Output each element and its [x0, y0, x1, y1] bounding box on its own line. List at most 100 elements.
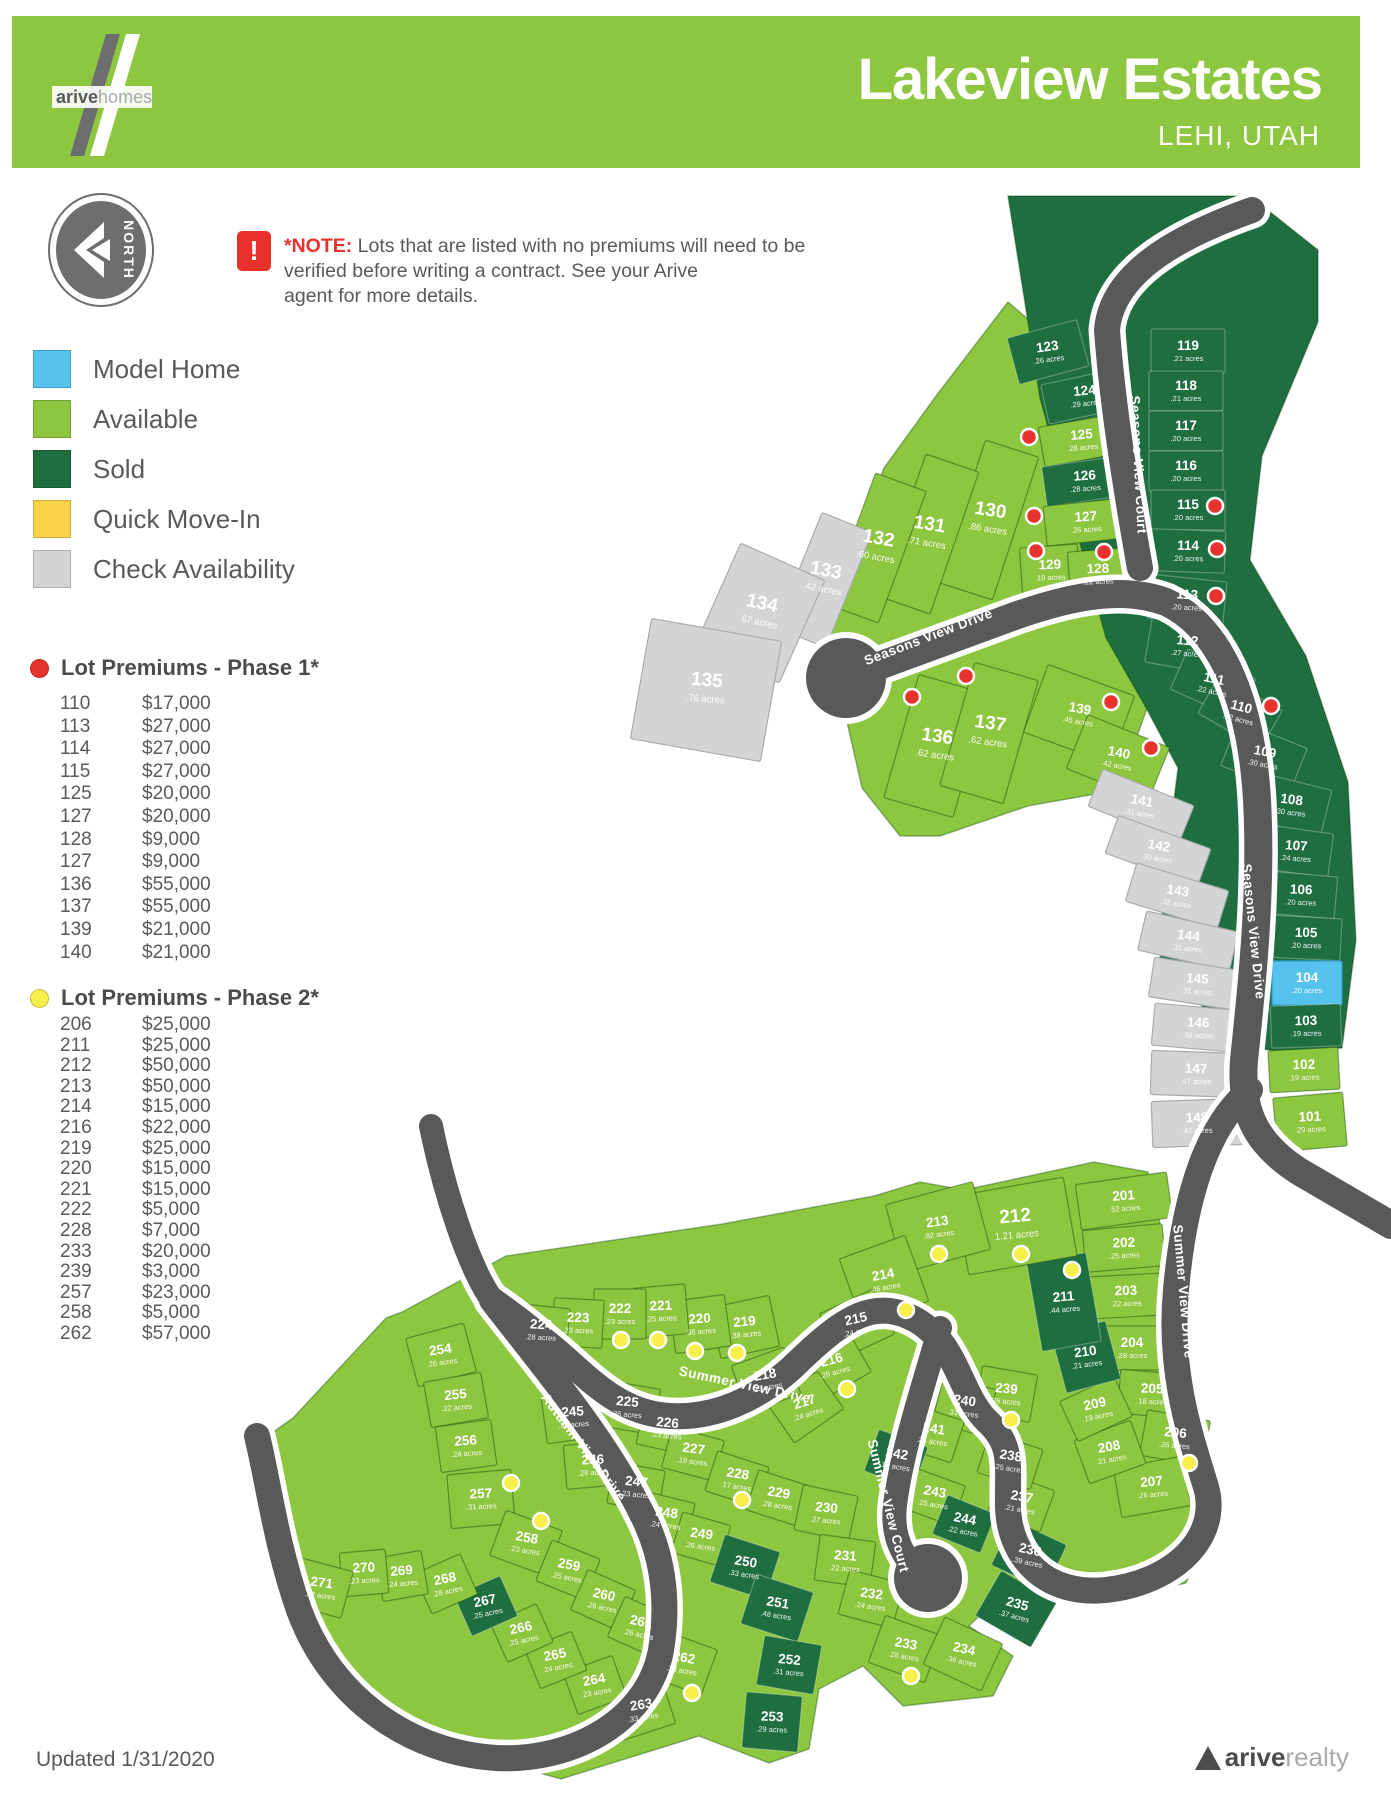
legend-label: Sold: [93, 453, 146, 484]
svg-text:252: 252: [778, 1651, 802, 1668]
premium-row: 139$21,000: [60, 919, 211, 942]
lot-label-205: 205.18 acres: [1136, 1381, 1167, 1407]
legend-label: Available: [93, 403, 199, 434]
premium-lot: 206: [60, 1014, 92, 1035]
svg-text:235: 235: [1005, 1594, 1031, 1614]
svg-text:208: 208: [1097, 1437, 1122, 1456]
svg-text:110: 110: [1229, 697, 1254, 717]
svg-text:251: 251: [766, 1593, 791, 1611]
svg-text:227: 227: [682, 1440, 706, 1458]
lot-label-107: 107.24 acres: [1280, 837, 1312, 864]
lot-label-246: 246.28 acres: [578, 1451, 609, 1477]
svg-text:240: 240: [953, 1392, 977, 1410]
yellow-premium-dot-lot-257: [501, 1473, 521, 1493]
lot-label-248: 248.24 acres: [649, 1504, 681, 1532]
svg-text:270: 270: [352, 1560, 375, 1576]
svg-text:234: 234: [952, 1639, 978, 1659]
premium-lot: 211: [60, 1034, 91, 1056]
lot-label-124: 124.29 acres: [1070, 382, 1102, 410]
svg-text:.20 acres: .20 acres: [1285, 897, 1316, 907]
svg-text:144: 144: [1177, 927, 1202, 945]
svg-text:143: 143: [1166, 881, 1191, 899]
lot-label-103: 103.19 acres: [1291, 1013, 1322, 1038]
premium-price: $9,000: [142, 828, 201, 850]
yellow-premium-dot-lot-206: [1179, 1453, 1199, 1473]
lot-213: [885, 1181, 991, 1273]
svg-text:.20 acres: .20 acres: [1171, 474, 1202, 483]
header-banner: arivehomes Lakeview Estates LEHI, UTAH: [12, 16, 1360, 168]
svg-text:.38 acres: .38 acres: [685, 1326, 717, 1337]
svg-text:113: 113: [1176, 586, 1199, 602]
culdesac-bulb: [894, 1544, 962, 1612]
lot-255: [423, 1372, 489, 1428]
lot-label-222: 222.23 acres: [605, 1301, 636, 1326]
premium-price: $50,000: [142, 1055, 211, 1077]
svg-text:205: 205: [1141, 1381, 1165, 1397]
svg-text:236: 236: [1018, 1540, 1044, 1560]
premium-price: $57,000: [142, 1322, 211, 1344]
premium-row: 239$3,000: [60, 1262, 211, 1283]
premium-row: 257$23,000: [60, 1281, 211, 1304]
premium-row: 114$27,000: [60, 738, 211, 761]
svg-text:142: 142: [1147, 836, 1172, 855]
svg-text:129: 129: [1038, 557, 1061, 573]
svg-text:254: 254: [428, 1341, 453, 1359]
lot-label-225: 225.36 acres: [611, 1393, 643, 1420]
premium-row: 136$55,000: [60, 874, 211, 897]
svg-text:250: 250: [734, 1552, 759, 1570]
yellow-premium-dot-lot-211: [1062, 1260, 1082, 1280]
red-premium-dot-lot-137: [956, 666, 976, 686]
lot-label-252: 252.31 acres: [773, 1651, 805, 1678]
road-label: Seasons View Court: [1127, 395, 1149, 534]
red-premium-dot-lot-127: [1024, 506, 1044, 526]
premium-price: $23,000: [142, 1281, 211, 1303]
svg-text:244: 244: [953, 1509, 978, 1528]
svg-text:268: 268: [432, 1569, 458, 1588]
svg-text:.27 acres: .27 acres: [809, 1514, 841, 1526]
premium-lot: 228: [60, 1219, 92, 1241]
road-seasons-view-court: [1093, 197, 1265, 581]
svg-text:212: 212: [998, 1205, 1031, 1229]
lot-parcel: [755, 1635, 823, 1695]
lot-label-146: 146.38 acres: [1182, 1015, 1213, 1041]
premium-price: $15,000: [142, 1178, 211, 1200]
premium-lot: 216: [60, 1116, 92, 1138]
svg-text:131: 131: [912, 512, 947, 538]
svg-text:243: 243: [923, 1482, 948, 1501]
svg-text:220: 220: [688, 1310, 712, 1327]
legend-swatch: [33, 550, 71, 588]
arive-homes-logo: arivehomes: [52, 34, 152, 156]
lot-232: [837, 1569, 905, 1629]
svg-text:.22 acres: .22 acres: [1083, 576, 1114, 586]
premium-price: $21,000: [142, 918, 211, 940]
svg-text:256: 256: [454, 1432, 478, 1449]
svg-text:116: 116: [1175, 458, 1197, 473]
page-title: Lakeview Estates: [857, 47, 1323, 112]
svg-text:.21 acres: .21 acres: [1173, 354, 1204, 363]
svg-text:.20 acres: .20 acres: [1171, 434, 1202, 443]
lot-label-203: 203.22 acres: [1111, 1283, 1142, 1309]
svg-text:103: 103: [1295, 1013, 1318, 1028]
premium-row: 216$22,000: [60, 1116, 211, 1139]
lot-label-251: 251.48 acres: [760, 1593, 792, 1622]
lot-parcel: [885, 1181, 991, 1273]
svg-text:124: 124: [1072, 382, 1096, 399]
premium-lot: 258: [60, 1302, 92, 1324]
lot-label-232: 232.24 acres: [854, 1585, 886, 1613]
lot-label-245: 245.38 acres: [558, 1403, 590, 1430]
lot-label-127: 127.26 acres: [1071, 508, 1103, 534]
svg-text:204: 204: [1121, 1335, 1144, 1350]
svg-text:.82 acres: .82 acres: [923, 1228, 955, 1241]
svg-text:135: 135: [690, 669, 724, 693]
premium-row: 233$20,000: [60, 1241, 211, 1263]
phase2-header: Lot Premiums - Phase 2*: [30, 985, 319, 1011]
premium-row: 137$55,000: [60, 896, 211, 919]
lot-label-144: 144.31 acres: [1171, 927, 1203, 955]
premium-lot: 212: [60, 1055, 92, 1077]
svg-text:246: 246: [581, 1451, 605, 1467]
premium-row: 262$57,000: [60, 1322, 211, 1345]
red-dot-icon: [30, 658, 49, 678]
lot-209: [1059, 1376, 1133, 1442]
svg-text:.76 acres: .76 acres: [685, 692, 725, 706]
lot-label-201: 201.52 acres: [1109, 1187, 1141, 1214]
